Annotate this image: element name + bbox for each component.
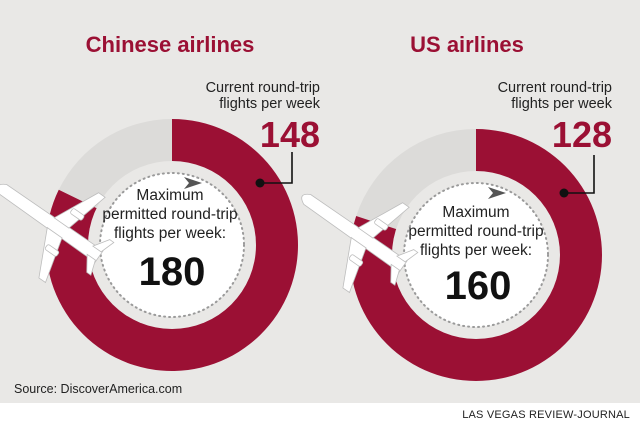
- chart-chinese-airlines: Chinese airlines Current round-trip flig…: [0, 32, 321, 371]
- chart-title: US airlines: [410, 32, 524, 57]
- refresh-arrow-icon: [488, 187, 506, 199]
- current-label-line2: flights per week: [219, 96, 320, 112]
- current-value: 128: [552, 114, 612, 155]
- current-label-line1: Current round-trip: [206, 80, 320, 96]
- callout-leader: [260, 152, 293, 184]
- refresh-arrow-icon: [184, 177, 202, 189]
- current-label-line1: Current round-trip: [498, 80, 612, 96]
- max-label-line2: permitted round-trip: [102, 206, 237, 223]
- current-value: 148: [260, 114, 320, 155]
- callout-dot: [559, 188, 569, 198]
- chart-us-airlines: US airlines Current round-trip flights p…: [301, 32, 613, 381]
- callout-leader: [564, 155, 595, 194]
- current-label-line2: flights per week: [511, 96, 612, 112]
- max-value: 180: [139, 250, 206, 294]
- max-label-line3: flights per week:: [420, 242, 532, 259]
- airplane-icon: [0, 183, 115, 284]
- max-label-line2: permitted round-trip: [408, 223, 543, 240]
- max-label-line1: Maximum: [136, 187, 203, 204]
- max-label-line3: flights per week:: [114, 225, 226, 242]
- source-note: Source: DiscoverAmerica.com: [14, 382, 183, 396]
- publisher-credit: LAS VEGAS REVIEW-JOURNAL: [462, 409, 630, 421]
- airplane-icon: [301, 193, 419, 294]
- max-value: 160: [445, 264, 512, 308]
- max-label-line1: Maximum: [442, 204, 509, 221]
- callout-dot: [255, 178, 265, 188]
- chart-title: Chinese airlines: [86, 32, 255, 57]
